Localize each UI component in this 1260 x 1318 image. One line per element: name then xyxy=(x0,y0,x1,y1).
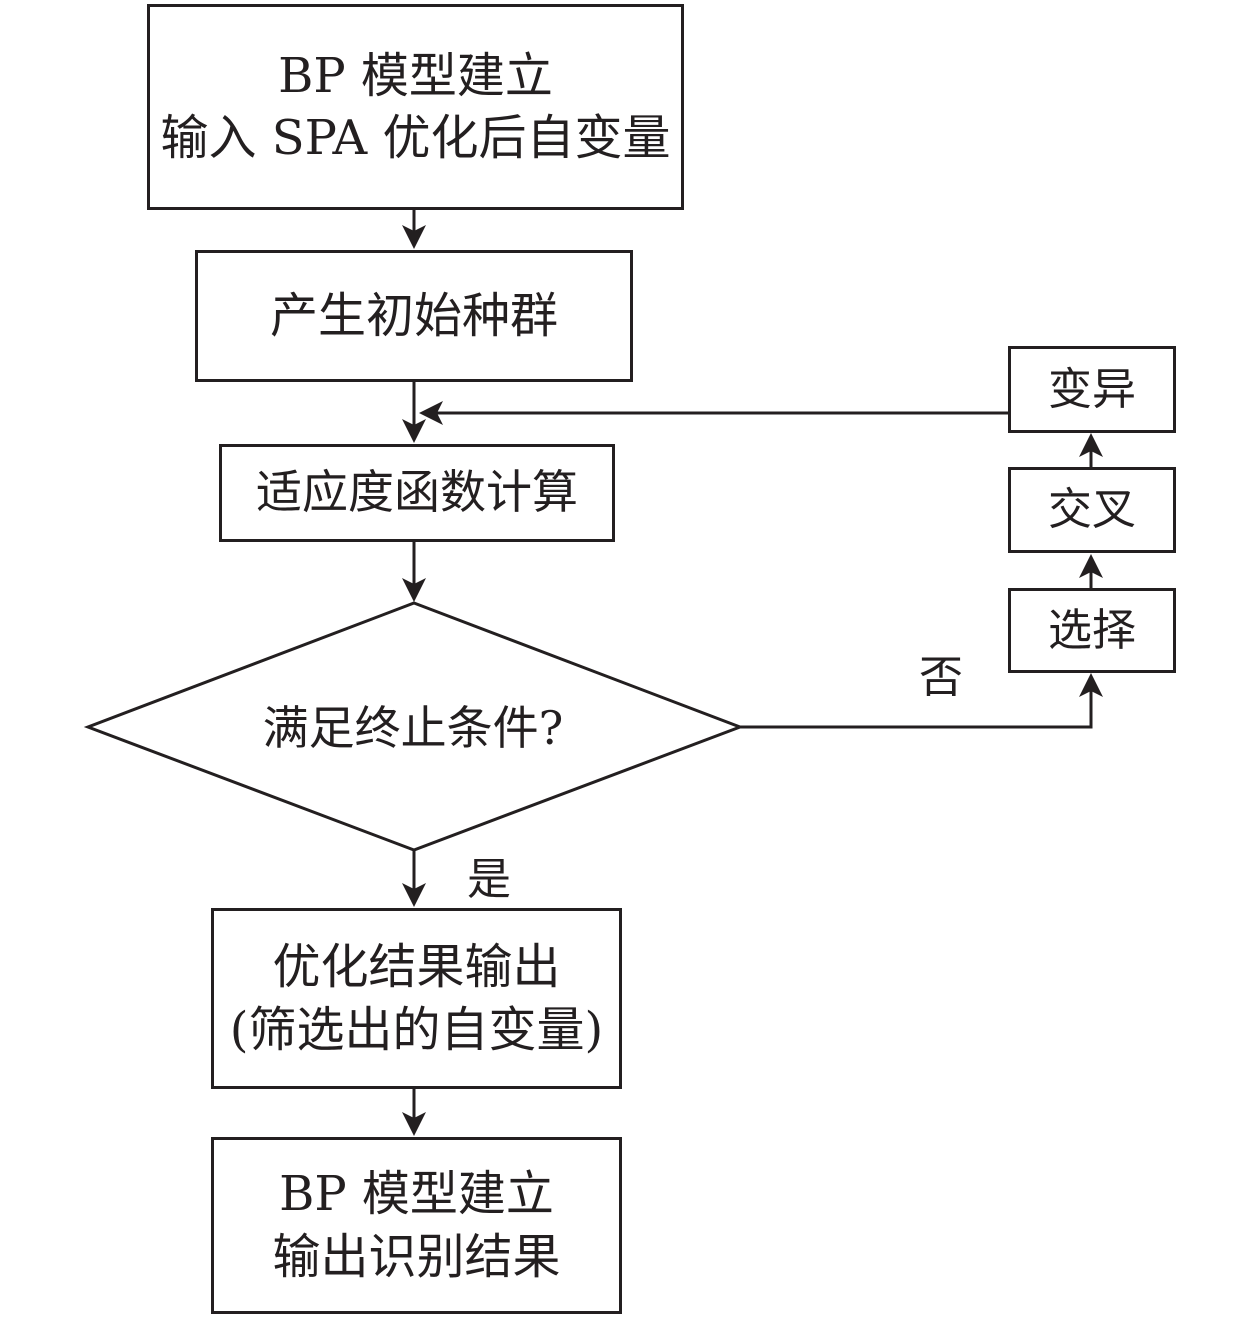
end-box: BP 模型建立 输出识别结果 xyxy=(211,1137,622,1314)
end-box-line2: 输出识别结果 xyxy=(272,1228,561,1285)
crossover-label: 交叉 xyxy=(1048,484,1136,536)
selection-label: 选择 xyxy=(1048,604,1136,656)
decision-label: 满足终止条件? xyxy=(262,701,564,755)
start-box-line1: BP 模型建立 xyxy=(278,47,553,104)
init-population-label: 产生初始种群 xyxy=(269,287,558,344)
start-box: BP 模型建立 输入 SPA 优化后自变量 xyxy=(147,4,684,210)
mutation-label: 变异 xyxy=(1048,363,1136,415)
yes-label: 是 xyxy=(467,854,511,905)
selection-box: 选择 xyxy=(1008,588,1176,673)
arrow-decision-to-selection xyxy=(740,673,1103,729)
result-box-line1: 优化结果输出 xyxy=(272,939,561,996)
mutation-box: 变异 xyxy=(1008,346,1176,433)
fitness-label: 适应度函数计算 xyxy=(256,465,578,520)
fitness-box: 适应度函数计算 xyxy=(219,444,615,542)
start-box-line2: 输入 SPA 优化后自变量 xyxy=(160,110,671,166)
no-label: 否 xyxy=(919,652,963,703)
init-population-box: 产生初始种群 xyxy=(195,250,633,382)
crossover-box: 交叉 xyxy=(1008,467,1176,553)
result-box-line2: (筛选出的自变量) xyxy=(229,1001,604,1058)
end-box-line1: BP 模型建立 xyxy=(279,1166,554,1223)
result-box: 优化结果输出 (筛选出的自变量) xyxy=(211,908,622,1089)
